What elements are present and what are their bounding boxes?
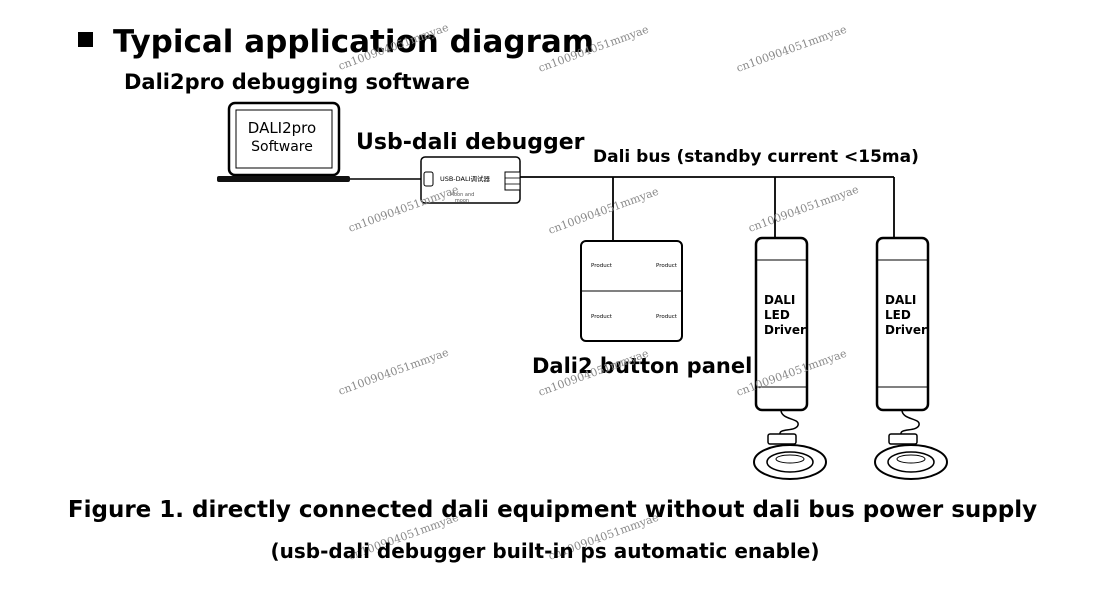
watermark: cn1009040​51mmyae (537, 347, 651, 399)
downlight-icon (753, 409, 827, 480)
driver-text-line3: Driver (764, 323, 806, 337)
debugger-device-subtext2: moon (455, 198, 469, 204)
watermark: cn1009040​51mmyae (547, 185, 661, 237)
watermark: cn1009040​51mmyae (537, 23, 651, 75)
laptop-icon: DALI2pro Software (217, 101, 350, 182)
panel-button-label: Product (591, 263, 613, 269)
figure-subcaption: (usb-dali debugger built-in ps automatic… (270, 539, 820, 563)
laptop-screen-line1: DALI2pro (248, 119, 316, 137)
panel-button-label: Product (591, 314, 613, 320)
driver-text-line3: Driver (885, 323, 927, 337)
dali-bus-line (520, 176, 895, 241)
panel-button-label: Product (656, 263, 678, 269)
debugger-device-subtext1: Moon and (450, 192, 475, 198)
driver-text-line2: LED (885, 308, 911, 322)
debugger-device-text: USB-DALI调试器 (440, 174, 491, 183)
usb-dali-debugger-device: USB-DALI调试器 Moon and moon (420, 156, 521, 204)
driver-text-line1: DALI (764, 293, 795, 307)
laptop-screen-line2: Software (251, 139, 313, 155)
page-title: Typical application diagram (113, 24, 595, 60)
driver-text-line2: LED (764, 308, 790, 322)
dali-led-driver: DALI LED Driver (875, 236, 930, 412)
watermark: cn1009040​51mmyae (747, 183, 861, 235)
bus-label: Dali bus (standby current <15ma) (593, 147, 919, 167)
watermark: cn1009040​51mmyae (337, 346, 451, 398)
button-panel-label: Dali2 button panel (532, 354, 753, 378)
watermark: cn1009040​51mmyae (735, 23, 849, 75)
panel-button-label: Product (656, 314, 678, 320)
driver-text-line1: DALI (885, 293, 916, 307)
software-label: Dali2pro debugging software (124, 70, 470, 94)
watermark: cn1009040​51mmyae (337, 21, 451, 73)
figure-caption: Figure 1. directly connected dali equipm… (67, 497, 1038, 523)
downlight-icon (874, 409, 948, 480)
heading-bullet (78, 32, 93, 47)
watermark: cn1009040​51mmyae (347, 183, 461, 235)
debugger-label: Usb-dali debugger (356, 130, 585, 155)
dali2-button-panel: Product Product Product Product (580, 240, 683, 342)
dali-led-driver: DALI LED Driver (754, 236, 809, 412)
